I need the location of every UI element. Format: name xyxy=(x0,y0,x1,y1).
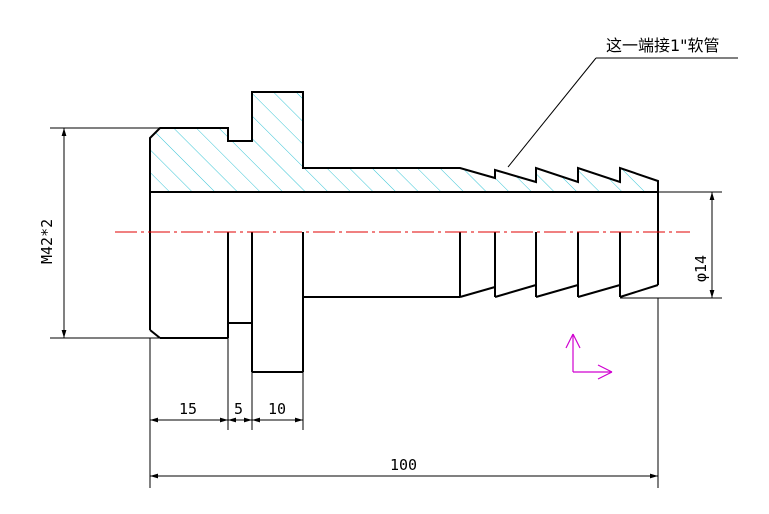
diameter-dimension: φ14 xyxy=(692,255,710,282)
length-10: 10 xyxy=(268,400,286,418)
thread-dimension: M42*2 xyxy=(38,219,56,264)
part-outline-lower xyxy=(149,192,659,373)
length-15: 15 xyxy=(179,400,197,418)
length-100: 100 xyxy=(390,456,417,474)
section-hatch xyxy=(149,91,659,193)
ucs-icon xyxy=(565,333,613,380)
extension-lines xyxy=(50,127,722,488)
hose-note: 这一端接1"软管 xyxy=(606,36,720,55)
leader-line xyxy=(507,57,738,168)
length-5: 5 xyxy=(234,400,243,418)
dimension-lines xyxy=(61,128,715,479)
